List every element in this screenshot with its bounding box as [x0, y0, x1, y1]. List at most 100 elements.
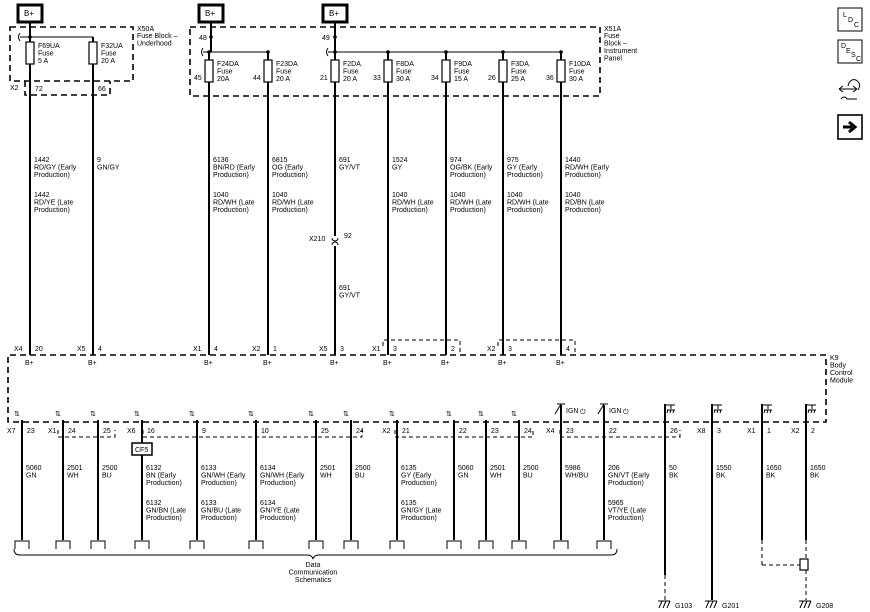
bcm-label: Control [830, 370, 853, 377]
connector-outline [24, 81, 111, 96]
bcm-input-label: B+ [25, 360, 34, 367]
circuit-label: BN (Early [146, 473, 176, 480]
fuse-label: F9DA [454, 61, 472, 68]
bcm-connector-label: X1 [747, 428, 756, 435]
connector-end-icon [14, 540, 30, 549]
fuse-label: F3DA [511, 61, 529, 68]
fuse-label: Fuse [511, 69, 527, 76]
connector-end-icon [343, 540, 359, 549]
fuse-label: F32UA [101, 43, 123, 50]
circuit-label: 2501 [67, 465, 83, 472]
circuit-label: Production) [201, 515, 237, 522]
circuit-label: VT/YE (Late [608, 508, 646, 515]
bcm-pin-label: 22 [609, 428, 617, 435]
ground-label: G103 [675, 603, 692, 610]
splice-dot [333, 35, 337, 39]
fuse-block-description: Underhood [137, 41, 172, 48]
bcm-pin-label: 1 [273, 346, 277, 353]
connector-end-icon [511, 540, 527, 549]
circuit-label: GY/VT [339, 165, 361, 172]
fuse-label: Fuse [454, 69, 470, 76]
circuit-label: RD/WH (Early [565, 165, 609, 172]
bcm-connector-label: X2 [252, 346, 261, 353]
circuit-label: GN/GY [97, 165, 120, 172]
bcm-pin-label: 2 [811, 428, 815, 435]
fuse-label: Fuse [396, 69, 412, 76]
fuse-label: F24DA [217, 61, 239, 68]
circuit-label: 5986 [565, 465, 581, 472]
bcm-connector-label: X5 [319, 346, 328, 353]
circuit-label: GN [26, 473, 37, 480]
fuse-icon [441, 59, 451, 83]
circuit-label: 6134 [260, 500, 276, 507]
next-page-button[interactable] [837, 114, 863, 140]
fuse-block-description: Instrument [604, 48, 637, 55]
fuse-block-description: Fuse Block – [137, 33, 178, 40]
ground-icon [806, 404, 816, 414]
connector-end-icon [134, 540, 150, 549]
circuit-label: 1040 [213, 192, 229, 199]
bcm-pin-label: 21 [402, 428, 410, 435]
connector-x2-outline [497, 339, 576, 355]
fuse-label: 25 A [511, 76, 525, 83]
icon-letter: E [846, 48, 851, 55]
fuse-block-outline [189, 26, 601, 97]
location-icon-button[interactable]: LDC [837, 7, 863, 32]
inline-connector-icon [331, 241, 339, 246]
circuit-label: Production) [565, 207, 601, 214]
circuit-label: BU [523, 473, 533, 480]
ground-label: G208 [816, 603, 833, 610]
circuit-label: 1040 [565, 192, 581, 199]
fuse-label: F2DA [343, 61, 361, 68]
bcm-outline [7, 354, 827, 423]
circuit-label: 1040 [392, 192, 408, 199]
bcm-input-label: B+ [204, 360, 213, 367]
bcm-input-label: B+ [383, 360, 392, 367]
inline-pin-label: 92 [344, 233, 352, 240]
circuit-label: GN [458, 473, 469, 480]
circuit-label: 6133 [201, 500, 217, 507]
connector-repair-icon-button[interactable] [838, 79, 861, 100]
bcm-label: Body [830, 363, 846, 370]
bcm-connector-label: X8 [697, 428, 706, 435]
connector-outline [142, 430, 363, 438]
fuse-label: 20A [217, 76, 230, 83]
fuse-label: Fuse [101, 51, 117, 58]
fuse-label: 20 A [101, 58, 115, 65]
data-communication-label: Communication [289, 570, 338, 577]
bcm-pin-label: 4 [98, 346, 102, 353]
bcm-pin-label: 24 [356, 428, 364, 435]
bcm-input-label: B+ [88, 360, 97, 367]
circuit-label: Production) [507, 172, 543, 179]
circuit-label: 691 [339, 157, 351, 164]
bcm-connector-label: X4 [14, 346, 23, 353]
fuse-block-description: Fuse [604, 33, 620, 40]
bcm-pin-label: 4 [566, 346, 570, 353]
bcm-connector-label: X2 [382, 428, 391, 435]
circuit-label: GY (Early [507, 165, 538, 172]
icon-letter: D [841, 43, 846, 50]
circuit-label: 1442 [34, 157, 50, 164]
circuit-label: GN/GY (Late [401, 508, 441, 515]
fuse-icon [383, 59, 393, 83]
circuit-label: Production) [213, 207, 249, 214]
circuit-label: 1650 [810, 465, 826, 472]
bcm-pin-label: 23 [27, 428, 35, 435]
connector-end-icon [446, 540, 462, 549]
